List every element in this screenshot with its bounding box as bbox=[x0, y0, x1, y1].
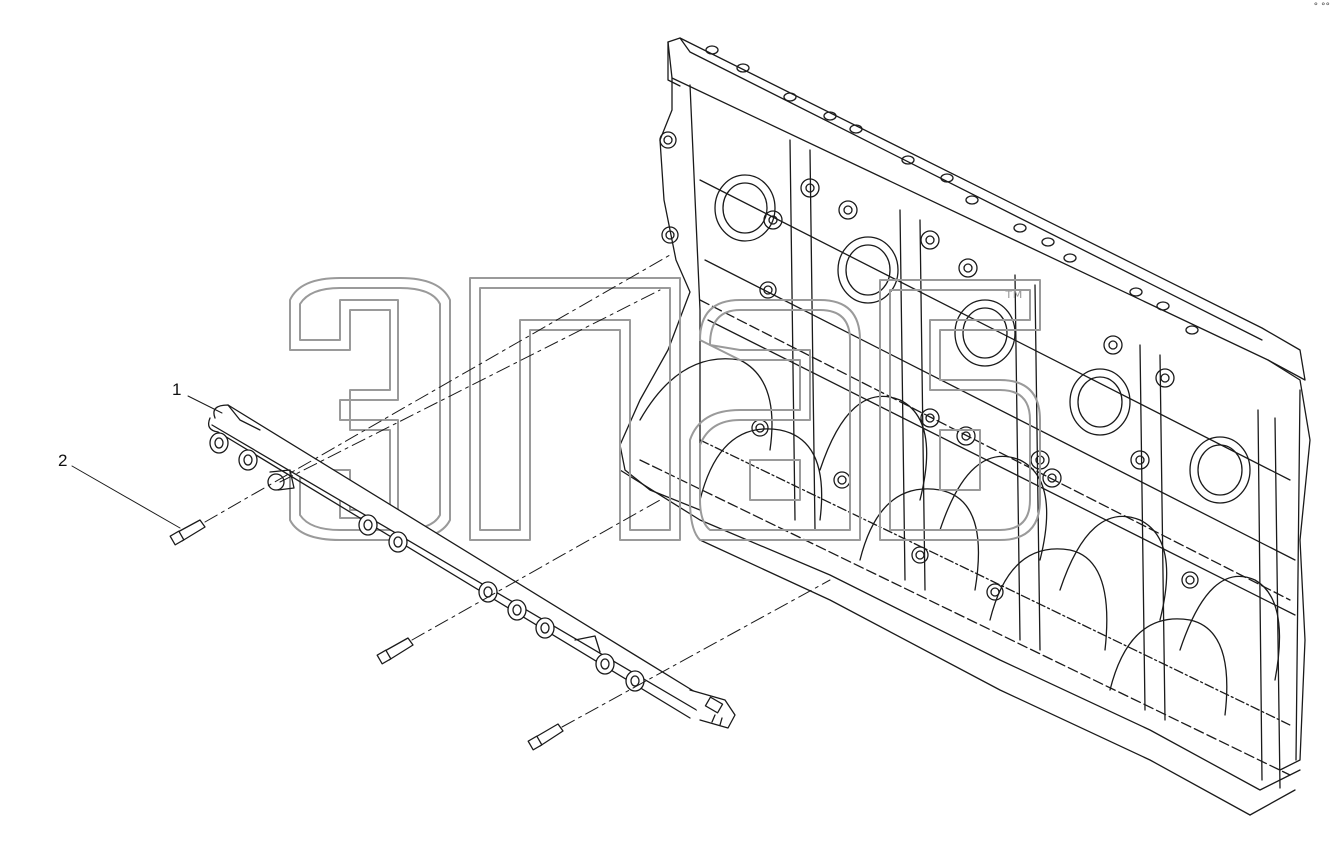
svg-text:тм: тм bbox=[1005, 287, 1022, 302]
skirt-arches bbox=[639, 358, 1281, 716]
cylinder-bores bbox=[714, 174, 1251, 504]
callout-label-2: 2 bbox=[58, 451, 68, 470]
leader-lines bbox=[71, 395, 223, 529]
flange-bolt-icon bbox=[376, 637, 414, 665]
flange-bolt-icon bbox=[169, 519, 206, 546]
engine-block-icon bbox=[619, 37, 1311, 816]
deck-bolt-holes bbox=[705, 45, 1199, 335]
block-ribs bbox=[789, 139, 1281, 789]
callout-label-1: 1 bbox=[172, 380, 182, 399]
rail-fittings bbox=[209, 432, 645, 692]
assembly-centerlines bbox=[204, 254, 831, 728]
flange-bolt-icon bbox=[527, 723, 564, 751]
corner-mark: ° °° bbox=[1313, 2, 1330, 12]
bolt-bosses bbox=[659, 131, 1199, 601]
fuel-rail-icon bbox=[207, 404, 736, 729]
